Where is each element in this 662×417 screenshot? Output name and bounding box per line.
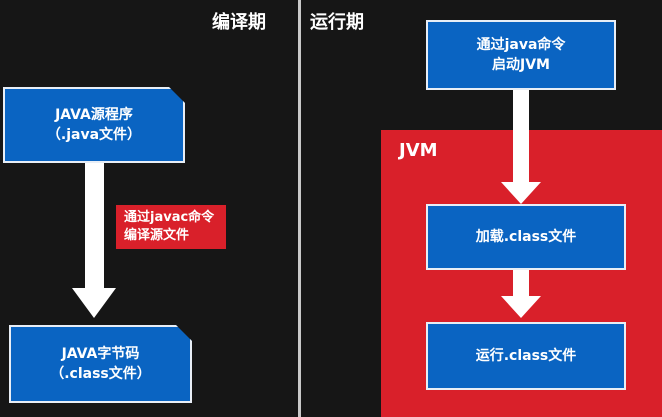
- java-bytecode-subtitle: （.class文件）: [50, 366, 151, 382]
- java-source-subtitle: （.java文件）: [46, 127, 142, 143]
- phase-divider: [298, 0, 301, 417]
- load-class-label: 加载.class文件: [475, 229, 577, 245]
- start-jvm-line2: 启动JVM: [492, 57, 550, 73]
- start-jvm-line1: 通过java命令: [476, 37, 566, 53]
- java-bytecode-node: JAVA字节码 （.class文件）: [9, 325, 192, 403]
- javac-note-line1: 通过javac命令: [124, 210, 215, 225]
- runtime-phase-heading: 运行期: [310, 12, 364, 33]
- javac-compile-note: 通过javac命令 编译源文件: [116, 205, 226, 249]
- compile-phase-heading: 编译期: [212, 12, 266, 33]
- arrow-source-to-bytecode: [72, 162, 116, 318]
- start-jvm-node: 通过java命令 启动JVM: [426, 20, 616, 90]
- run-class-node: 运行.class文件: [426, 322, 626, 390]
- arrow-load-to-run: [501, 270, 541, 318]
- run-class-label: 运行.class文件: [475, 348, 577, 364]
- javac-note-line2: 编译源文件: [124, 228, 190, 243]
- arrow-startjvm-to-load: [501, 90, 541, 204]
- jvm-label: JVM: [399, 140, 438, 161]
- java-source-title: JAVA源程序: [55, 107, 133, 123]
- java-bytecode-title: JAVA字节码: [61, 346, 140, 362]
- java-source-node: JAVA源程序 （.java文件）: [3, 87, 185, 163]
- load-class-node: 加载.class文件: [426, 204, 626, 270]
